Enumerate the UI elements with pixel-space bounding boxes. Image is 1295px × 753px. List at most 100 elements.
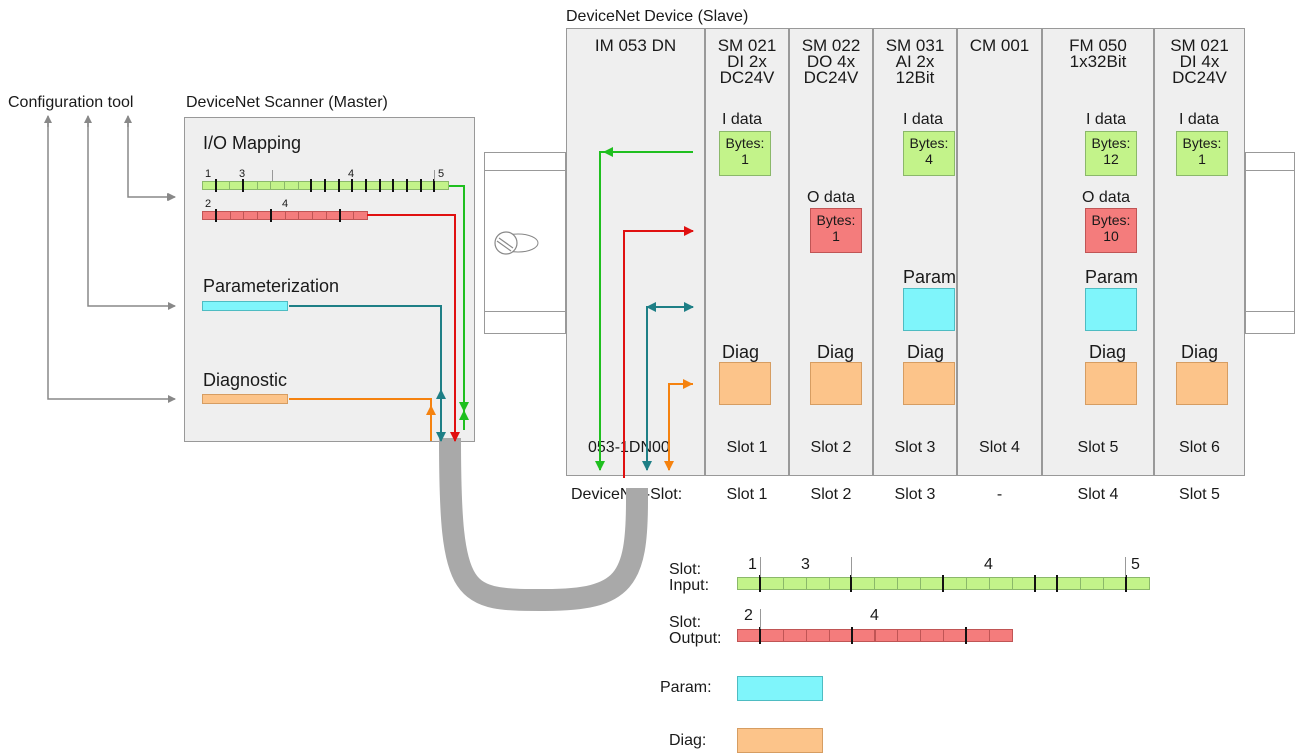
idata-label-slot1: I data	[722, 111, 763, 128]
slave-input-arrow	[595, 151, 693, 471]
odata-label-slot2: O data	[807, 189, 856, 206]
legend-input-slot-label: Slot:Input:	[669, 561, 710, 594]
slave-output-arrow	[623, 226, 694, 478]
byte-group-tick	[310, 179, 313, 192]
devicenet-slot-1: Slot 1	[726, 486, 768, 503]
master-diag-arrow	[289, 398, 432, 441]
legend-output-slot-label: Slot:Output:	[669, 614, 722, 647]
byte-group-tick	[214, 209, 217, 222]
devicenet-slot-3: Slot 3	[894, 486, 936, 503]
diag-box-slot6	[1176, 362, 1228, 405]
legend-output-slot-4: 4	[870, 607, 879, 624]
device-title: DeviceNet Device (Slave)	[566, 8, 749, 25]
idata-box-slot5: Bytes:12	[1085, 131, 1137, 176]
byte-group-tick	[392, 179, 395, 192]
byte-group-tick	[378, 179, 381, 192]
byte-group-tick	[758, 627, 761, 644]
odata-label-slot5: O data	[1082, 189, 1131, 206]
master-output-bar	[202, 209, 368, 222]
diag-label-slot3: Diag	[907, 342, 945, 362]
master-param-arrow	[289, 305, 446, 442]
slot-label-5: Slot 5	[1077, 439, 1119, 456]
module-name-im053dn: IM 053 DN	[594, 36, 677, 55]
byte-group-tick	[1056, 575, 1059, 592]
legend-diag-box	[737, 728, 823, 753]
master-input-slot-4: 4	[348, 168, 355, 180]
legend-input-slot-5: 5	[1131, 556, 1140, 573]
byte-group-tick	[1033, 575, 1036, 592]
din-rail-right	[1245, 152, 1295, 334]
devicenet-slot-5: Slot 4	[1077, 486, 1119, 503]
diag-box-slot2	[810, 362, 862, 405]
param-box-slot3	[903, 288, 955, 331]
param-label-slot5: Param	[1085, 267, 1139, 287]
idata-label-slot5: I data	[1086, 111, 1127, 128]
byte-group-tick	[338, 209, 341, 222]
config-tool-arrows	[44, 115, 176, 403]
scanner-box	[184, 117, 475, 442]
legend-input-slot-4: 4	[984, 556, 993, 573]
legend-input-slot-3: 3	[801, 556, 810, 573]
odata-box-slot5: Bytes:10	[1085, 208, 1137, 253]
byte-group-tick	[269, 209, 272, 222]
legend-output-divider	[760, 609, 761, 629]
diag-label-slot6: Diag	[1181, 342, 1219, 362]
idata-label-slot6: I data	[1179, 111, 1220, 128]
master-input-slot-1: 1	[205, 168, 212, 180]
io-mapping-label: I/O Mapping	[203, 133, 302, 153]
byte-group-tick	[365, 179, 367, 192]
slot-label-4: Slot 4	[979, 439, 1020, 456]
din-rail-band-right	[1245, 170, 1295, 312]
module-name-slot4: CM 001	[969, 36, 1030, 55]
slot-label-2: Slot 2	[810, 439, 852, 456]
byte-group-tick	[942, 575, 944, 592]
slave-diag-arrow	[664, 383, 693, 471]
slot-label-3: Slot 3	[894, 439, 936, 456]
byte-group-tick	[242, 179, 244, 192]
din-rail-band-left	[484, 170, 566, 312]
rail-clip-icon	[494, 231, 539, 255]
master-input-divider	[272, 170, 273, 181]
devicenet-slot-6: Slot 5	[1179, 486, 1220, 503]
legend-param-label: Param:	[660, 679, 712, 696]
master-input-slot-3: 3	[239, 168, 246, 180]
legend-output-bar	[737, 627, 1013, 644]
diag-label-slot5: Diag	[1089, 342, 1127, 362]
parameterization-label: Parameterization	[203, 276, 340, 296]
diag-box-slot3	[903, 362, 955, 405]
scanner-title: DeviceNet Scanner (Master)	[186, 94, 388, 111]
legend-input-bar	[737, 575, 1150, 592]
slot-label-1: Slot 1	[726, 439, 768, 456]
legend-input-divider	[1125, 557, 1126, 577]
legend-param-box	[737, 676, 823, 701]
odata-box-slot2: Bytes:1	[810, 208, 862, 253]
byte-group-tick	[965, 627, 968, 644]
legend-input-divider	[760, 557, 761, 577]
master-input-slot-5: 5	[438, 168, 445, 180]
legend-input-divider	[851, 557, 852, 577]
devicenet-slot-4: -	[996, 486, 1003, 503]
master-input-arrow	[449, 185, 469, 412]
byte-group-tick	[324, 179, 326, 192]
param-label-slot3: Param	[903, 267, 957, 287]
idata-label-slot3: I data	[903, 111, 944, 128]
byte-group-tick	[433, 179, 436, 192]
master-input-bar	[202, 179, 449, 192]
devicenet-slot-2: Slot 2	[810, 486, 852, 503]
legend-output-slot-2: 2	[744, 607, 753, 624]
byte-group-tick	[850, 575, 853, 592]
master-diag-bar	[202, 394, 288, 404]
diagnostic-label: Diagnostic	[203, 370, 288, 390]
master-param-bar	[202, 301, 288, 311]
diag-label-slot1: Diag	[722, 342, 760, 362]
devicenet-cable	[439, 437, 648, 612]
byte-group-tick	[351, 179, 354, 192]
slot-label-6: Slot 6	[1179, 439, 1220, 456]
byte-group-tick	[214, 179, 217, 192]
param-box-slot5	[1085, 288, 1137, 331]
